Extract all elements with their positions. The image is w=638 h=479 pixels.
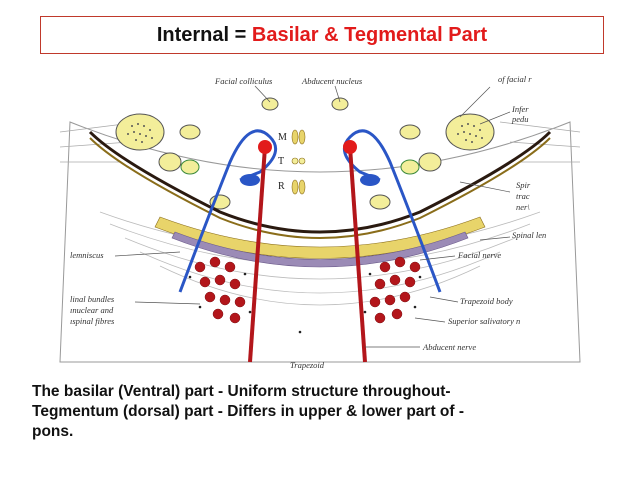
right-inferior-peduncle xyxy=(445,113,495,151)
label-facial-nerve: Facial nerve xyxy=(457,250,501,260)
green-nucleus-right xyxy=(400,159,420,175)
right-peduncle-dots xyxy=(457,123,483,143)
label-trac: trac xyxy=(516,191,530,201)
title-prefix: Internal = xyxy=(156,24,252,46)
label-abducent-nucleus: Abducent nucleus xyxy=(301,76,363,86)
title-box: Internal = Basilar & Tegmental Part xyxy=(40,16,604,54)
label-pedu: pedu xyxy=(511,114,529,124)
label-abducent-nerve: Abducent nerve xyxy=(422,342,476,352)
r-label: R xyxy=(278,181,285,192)
description-line-3: pons. xyxy=(32,423,74,440)
label-of-facial: of facial r xyxy=(498,74,532,84)
small-black-dots xyxy=(188,272,422,334)
pons-cross-section-diagram: M T R xyxy=(59,74,581,370)
facial-nerve-left xyxy=(178,129,278,293)
label-spinal-len: Spinal len xyxy=(512,230,546,240)
pontine-nuclei xyxy=(194,256,421,324)
green-nucleus-left xyxy=(180,159,200,175)
nucleus-yellow-6 xyxy=(369,194,391,210)
medial-structure-2 xyxy=(298,129,306,145)
floor-fourth-ventricle xyxy=(88,130,552,234)
medial-lemniscus-band-2 xyxy=(171,231,469,268)
label-superior-salivatory: Superior salivatory n xyxy=(448,316,520,326)
t-label: T xyxy=(278,156,284,167)
description-line-1: The basilar (Ventral) part - Uniform str… xyxy=(32,383,451,400)
label-spir: Spir xyxy=(516,180,531,190)
label-trapezoid-body: Trapezoid body xyxy=(460,296,513,306)
facial-nerve-right xyxy=(342,129,442,293)
nucleus-yellow-3 xyxy=(158,152,182,172)
t-dot-2 xyxy=(298,157,306,165)
nucleus-yellow-8 xyxy=(331,97,349,111)
description-line-2: Tegmentum (dorsal) part - Differs in upp… xyxy=(32,403,465,420)
m-label: M xyxy=(278,132,287,143)
facial-nucleus-right xyxy=(360,174,380,186)
left-peduncle-dots xyxy=(127,123,153,143)
abducent-nucleus-right xyxy=(343,140,357,154)
nucleus-yellow-1 xyxy=(179,124,201,140)
label-nuclear-and: ınuclear and xyxy=(70,305,114,315)
label-bottom-cut: Trapezoid xyxy=(290,360,325,370)
left-inferior-peduncle xyxy=(115,113,165,151)
abducent-nerve-left xyxy=(248,146,267,363)
medial-structure-3 xyxy=(291,179,299,195)
leader-lines xyxy=(114,85,511,348)
pons-outline xyxy=(59,121,581,363)
floor-fourth-ventricle-shadow xyxy=(89,137,551,239)
label-infer: Infer xyxy=(511,104,529,114)
label-spinal-fibres: ıspinal fibres xyxy=(70,316,115,326)
label-facial-colliculus: Facial colliculus xyxy=(214,76,273,86)
nucleus-yellow-4 xyxy=(418,152,442,172)
nucleus-yellow-2 xyxy=(399,124,421,140)
t-dot-1 xyxy=(291,157,299,165)
title-highlight: Basilar & Tegmental Part xyxy=(251,24,488,46)
facial-nucleus-left xyxy=(240,174,260,186)
medial-structure-1 xyxy=(291,129,299,145)
abducent-nucleus-left xyxy=(258,140,272,154)
abducent-nerve-right xyxy=(348,146,367,363)
nucleus-yellow-7 xyxy=(261,97,279,111)
medial-structure-4 xyxy=(298,179,306,195)
label-lemniscus: lemniscus xyxy=(70,250,104,260)
label-linal-bundles: linal bundles xyxy=(70,294,115,304)
label-ner: ner\ xyxy=(516,202,530,212)
